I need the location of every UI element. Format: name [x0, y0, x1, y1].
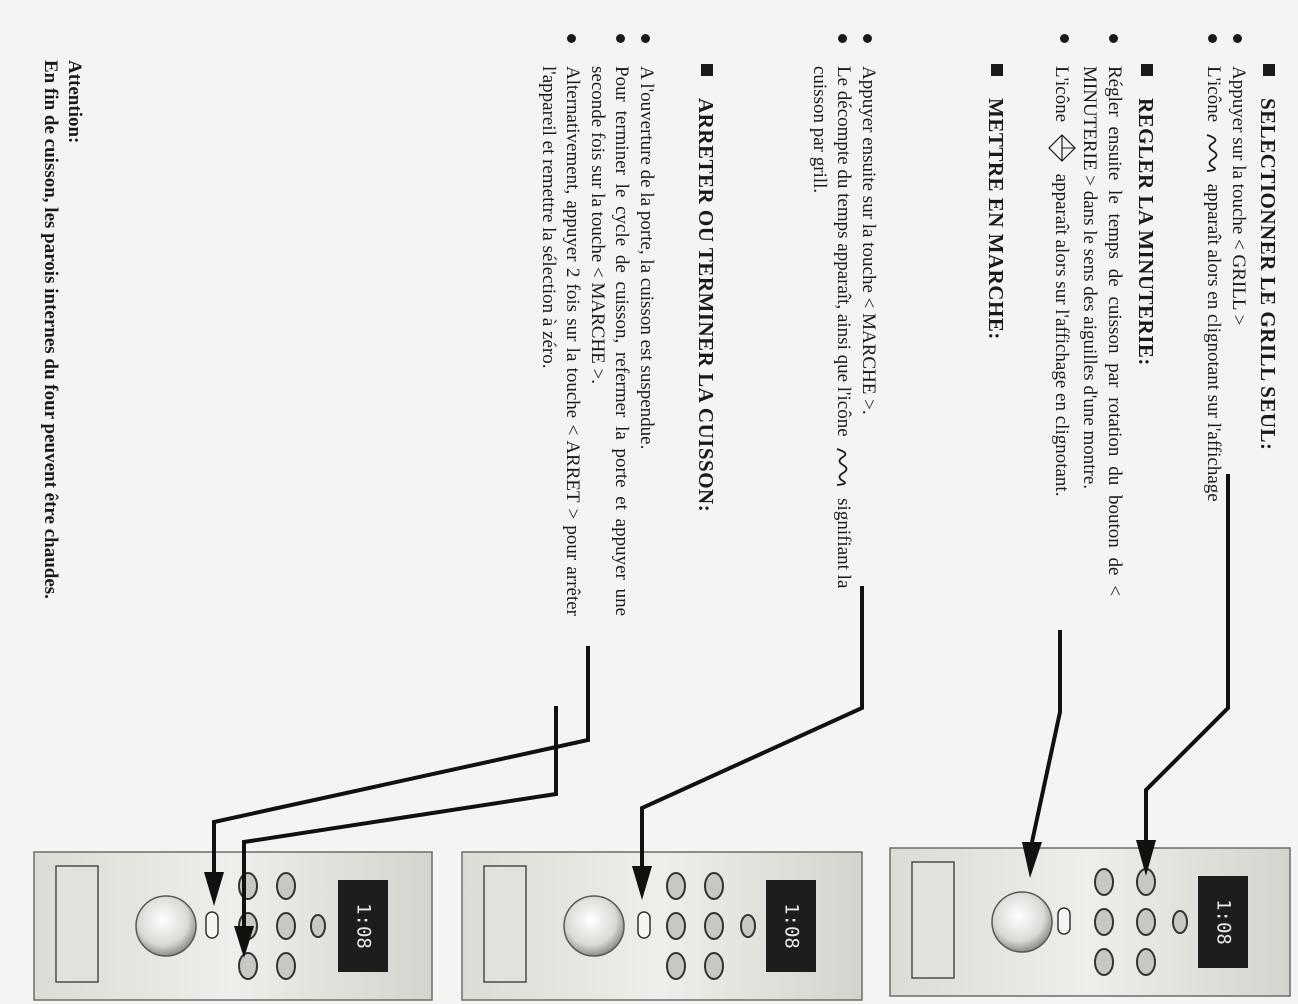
arrowhead [1136, 840, 1156, 876]
grill-icon [837, 448, 848, 487]
arrowhead [204, 872, 224, 906]
arrowhead [632, 866, 652, 900]
bullet-line: L'icône apparaît alors sur l'affichage e… [1047, 34, 1077, 596]
bullet-line: L'icône apparaît alors en clignotant sur… [1201, 34, 1226, 766]
grill-icon [1207, 134, 1218, 172]
panel-2-display: 1:08 [781, 903, 803, 949]
control-panel-2: 1:08 [461, 851, 863, 1001]
timer-icon [1048, 134, 1076, 162]
panel-1-display: 1:08 [1213, 899, 1235, 945]
section-timer-text: Régler ensuite le temps de cuisson par r… [1047, 34, 1126, 596]
arrow-timer [1030, 630, 1062, 843]
arrow-start [640, 586, 864, 866]
arrow-grill [1144, 474, 1230, 842]
bullet-line: Le décompte du temps apparaît, ainsi que… [807, 34, 856, 606]
control-panel-1: 1:08 [889, 847, 1291, 997]
section-grill-text: Appuyer sur la touche < GRILL > L'icône … [1201, 34, 1250, 766]
arrow-stop-1 [212, 646, 590, 872]
arrowhead [234, 926, 254, 958]
section-start-text: Appuyer ensuite sur la touche < MARCHE >… [807, 34, 881, 606]
arrowhead [1022, 842, 1042, 878]
control-panel-3: 1:08 [33, 851, 433, 1001]
arrow-stop-2 [242, 706, 558, 926]
panel-3-display: 1:08 [353, 903, 375, 949]
